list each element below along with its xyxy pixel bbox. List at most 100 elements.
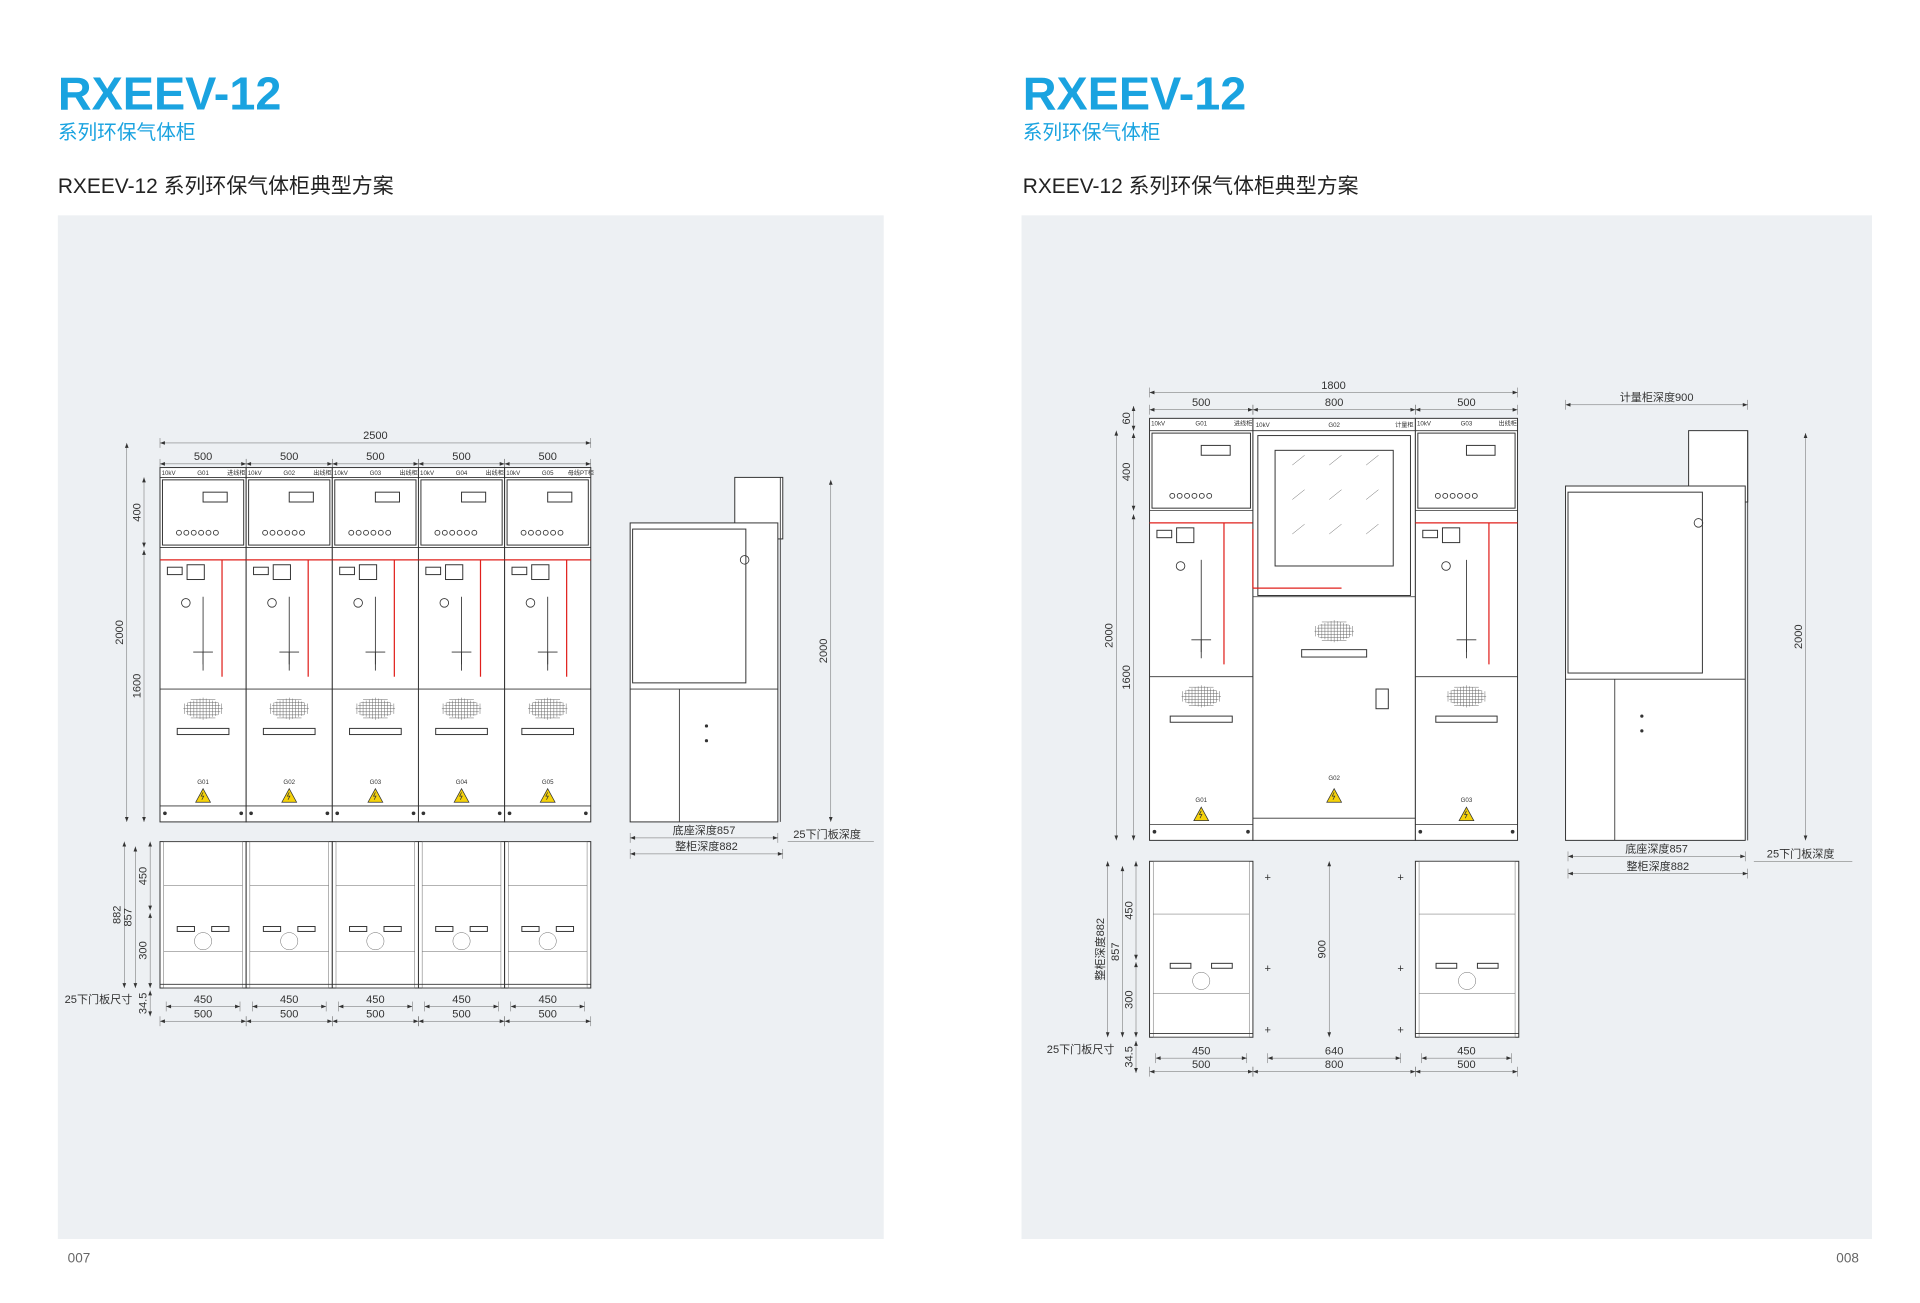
indicator-lamp bbox=[291, 529, 298, 536]
drawing-line bbox=[1329, 523, 1342, 535]
dimension-total-depth: 882 bbox=[112, 906, 124, 924]
bolt bbox=[249, 811, 253, 816]
cabinet-voltage: 10kV bbox=[1417, 421, 1432, 428]
indicator-lamp bbox=[299, 529, 305, 536]
switch-symbol bbox=[193, 651, 213, 665]
warning-label bbox=[1169, 715, 1233, 723]
page-subtitle: 系列环保气体柜 bbox=[1023, 122, 1161, 144]
cable-clamp bbox=[1169, 962, 1192, 969]
cabinet-id: G05 bbox=[542, 470, 554, 477]
page-title: RXEEV-12 bbox=[58, 68, 282, 120]
bolt bbox=[584, 811, 588, 816]
door-note: 25下门板尺寸 bbox=[1047, 1042, 1115, 1056]
cable-clamp bbox=[1211, 962, 1233, 969]
warning-icon bbox=[1326, 787, 1343, 803]
vent-grille bbox=[269, 697, 309, 720]
vent-grille bbox=[1446, 685, 1487, 708]
bolt bbox=[704, 739, 709, 743]
cabinet-voltage: 10kV bbox=[1151, 421, 1166, 428]
operating-hole bbox=[525, 598, 536, 608]
warning-label bbox=[521, 727, 575, 736]
indicator-lamp bbox=[1464, 492, 1471, 499]
switch-symbol bbox=[537, 651, 558, 665]
warning-label bbox=[435, 727, 488, 736]
bolt bbox=[411, 811, 416, 816]
nameplate bbox=[1176, 527, 1195, 544]
cable-hole bbox=[1458, 972, 1476, 990]
cable-hole bbox=[280, 932, 299, 951]
warning-label bbox=[349, 727, 402, 736]
indicator-lamp bbox=[550, 529, 556, 536]
meter-display bbox=[374, 491, 401, 503]
indicator-lamp bbox=[528, 529, 534, 536]
vent-grille bbox=[1181, 685, 1221, 708]
dimension-upper-depth: 450 bbox=[137, 867, 149, 885]
cabinet-id: G01 bbox=[1195, 421, 1207, 428]
cable-hole bbox=[1192, 972, 1211, 990]
dimension-total-depth: 整柜深度882 bbox=[1093, 918, 1107, 981]
lightning-icon bbox=[459, 792, 463, 800]
indicator-lamp bbox=[212, 529, 219, 536]
nameplate bbox=[531, 564, 550, 581]
indicator-lamp bbox=[348, 529, 355, 536]
cabinet-id-lower: G05 bbox=[542, 779, 554, 786]
lightning-icon bbox=[372, 792, 377, 800]
bolt bbox=[325, 811, 330, 816]
plan-base-frame bbox=[417, 841, 506, 989]
drawing-line bbox=[1366, 455, 1379, 466]
cabinet-type: 进线柜 bbox=[227, 469, 245, 477]
page-007: RXEEV-12 系列环保气体柜 RXEEV-12 系列环保气体柜典型方案 25… bbox=[57, 68, 884, 1265]
warning-icon bbox=[367, 787, 384, 803]
lightning-icon bbox=[286, 792, 291, 800]
indicator-lamp bbox=[198, 529, 204, 536]
cabinet-id-lower: G02 bbox=[283, 779, 295, 786]
indicator-lamp bbox=[1184, 492, 1190, 499]
cable-clamp bbox=[521, 926, 540, 932]
lightning-icon bbox=[200, 792, 205, 800]
switch-symbol bbox=[279, 651, 300, 665]
indicator-lamp bbox=[557, 529, 564, 536]
dimension-side-base-depth: 底座深度857 bbox=[673, 823, 736, 837]
dimension-cabinet-width: 500 bbox=[280, 451, 298, 463]
drawing-line bbox=[1366, 523, 1379, 535]
indicator-lamp bbox=[464, 529, 470, 536]
dimension-cabinet-width: 500 bbox=[194, 451, 212, 463]
dimension-middle-depth: 900 bbox=[1317, 940, 1329, 958]
cabinet-id: G03 bbox=[370, 470, 382, 477]
cable-clamp bbox=[383, 926, 402, 932]
indicator-lamp bbox=[449, 529, 456, 536]
bolt bbox=[1418, 829, 1423, 834]
base-inner bbox=[335, 841, 416, 989]
label-plate bbox=[339, 566, 355, 576]
plan-base-frame bbox=[159, 841, 247, 989]
dimension-inner-width: 450 bbox=[452, 994, 470, 1006]
door-note: 25下门板尺寸 bbox=[65, 992, 133, 1006]
bolt bbox=[421, 811, 426, 816]
meter-display bbox=[1200, 444, 1231, 456]
cabinet-id: G04 bbox=[456, 470, 468, 477]
page-subtitle: 系列环保气体柜 bbox=[58, 122, 196, 144]
drawing-line bbox=[1366, 489, 1379, 500]
nameplate bbox=[445, 564, 464, 581]
dimension-inner-width: 450 bbox=[366, 994, 384, 1006]
cable-clamp bbox=[297, 926, 316, 932]
meter-display bbox=[288, 491, 314, 503]
mounting-point: + bbox=[1264, 872, 1270, 884]
indicator-lamp bbox=[1176, 492, 1183, 499]
indicator-lamp bbox=[471, 529, 478, 536]
cabinet-type: 出线柜 bbox=[486, 469, 504, 477]
operating-hole bbox=[739, 555, 750, 565]
label-plate bbox=[1156, 529, 1173, 539]
dimension-top-depth: 计量柜深度900 bbox=[1620, 390, 1694, 404]
door-depth-note: 25下门板深度 bbox=[793, 827, 861, 841]
indicator-lamp bbox=[1434, 492, 1441, 499]
base-frame bbox=[331, 841, 419, 989]
dimension-bottom: 34.5 bbox=[137, 993, 149, 1015]
indicator-lamp bbox=[1206, 492, 1213, 499]
bolt bbox=[1640, 729, 1644, 733]
